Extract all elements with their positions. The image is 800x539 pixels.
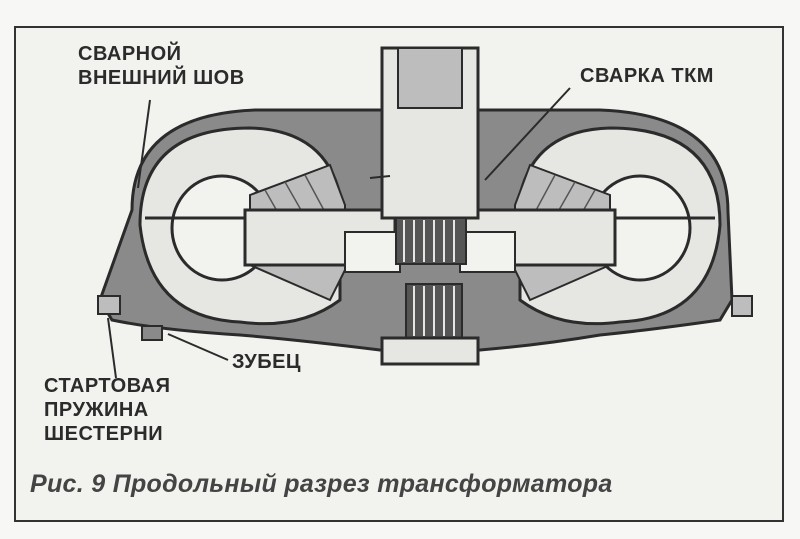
label-line: СТАРТОВАЯ xyxy=(44,375,171,397)
left-flange xyxy=(97,295,121,315)
output-hub xyxy=(380,336,480,366)
right-clutch-ring xyxy=(459,231,516,273)
right-flange xyxy=(731,295,753,317)
leader-outer-weld xyxy=(137,99,151,189)
tooth-lug xyxy=(141,325,163,341)
label-welded-outer-seam: СВАРНОЙ ВНЕШНИЙ ШОВ xyxy=(78,42,245,90)
label-tooth: ЗУБЕЦ xyxy=(232,351,302,373)
label-line: ШЕСТЕРНИ xyxy=(44,423,164,445)
leader-spring xyxy=(107,317,117,379)
shaft-bore xyxy=(397,47,463,109)
left-clutch-ring xyxy=(344,231,401,273)
leader-tkm-left xyxy=(484,87,571,181)
leader-tkm-right xyxy=(369,175,391,179)
label-line: СВАРНОЙ xyxy=(78,43,182,65)
figure-caption: Рис. 9 Продольный разрез трансформатора xyxy=(30,470,613,498)
label-line: ВНЕШНИЙ ШОВ xyxy=(78,67,245,89)
label-line: ПРУЖИНА xyxy=(44,399,149,421)
spline-hub-upper xyxy=(395,217,467,265)
leader-tooth xyxy=(167,333,229,361)
label-starter-gear-spring: СТАРТОВАЯ ПРУЖИНА ШЕСТЕРНИ xyxy=(44,374,170,446)
label-tkm-weld: СВАРКА ТКМ xyxy=(580,65,714,87)
